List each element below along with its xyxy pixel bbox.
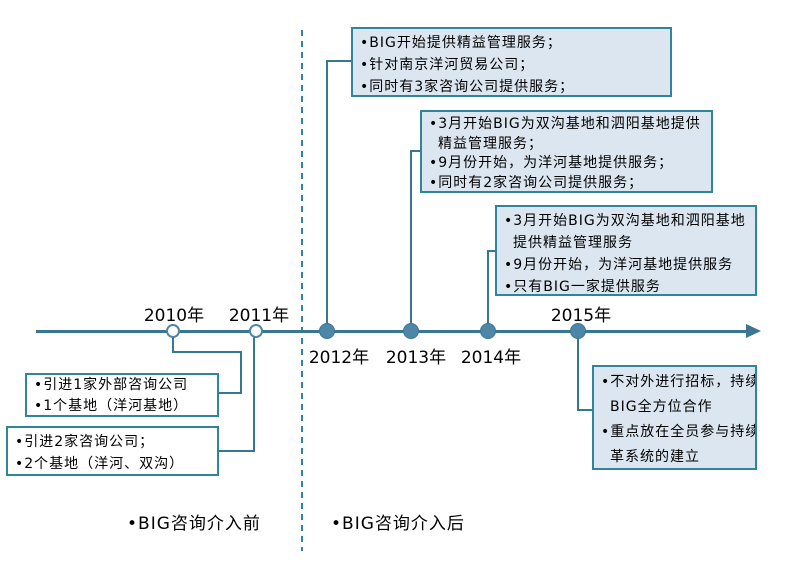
connector-2013: [410, 150, 421, 152]
event-text: •1个基地（洋河基地）: [34, 398, 189, 414]
event-text: •同时有2家咨询公司提供服务；: [429, 174, 644, 191]
event-text: •BIG开始提供精益管理服务；: [360, 35, 562, 51]
event-box-2011: •引进2家咨询公司； •2个基地（洋河、双沟）: [6, 426, 219, 476]
year-label-2014: 2014年: [460, 348, 522, 368]
year-label-2013: 2013年: [385, 348, 447, 368]
event-text: 提供精益管理服务: [513, 235, 633, 251]
event-text: •针对南京洋河贸易公司；: [360, 57, 535, 73]
event-text: •9月份开始，为洋河基地提供服务: [504, 257, 734, 273]
year-label-2010: 2010年: [143, 306, 205, 326]
connector-2010: [240, 351, 242, 394]
connector-2013: [410, 150, 412, 331]
connector-2010: [219, 392, 242, 394]
connector-2011: [253, 331, 255, 452]
connector-2014: [487, 250, 496, 252]
timeline-marker-2013: [403, 323, 419, 339]
timeline-marker-2010: [166, 324, 180, 338]
timeline-arrow-icon: [746, 324, 761, 338]
event-box-2012: •BIG开始提供精益管理服务； •针对南京洋河贸易公司； •同时有3家咨询公司提…: [351, 27, 672, 97]
timeline-marker-2012: [319, 323, 335, 339]
event-box-2015: •不对外进行招标，持续与 BIG全方位合作 •重点放在全员参与持续变 革系统的建…: [592, 365, 757, 470]
timeline-axis: [36, 330, 748, 333]
event-text: •引进1家外部咨询公司: [34, 377, 189, 393]
connector-2010: [172, 351, 242, 353]
connector-2014: [487, 250, 489, 331]
event-box-2014: •3月开始BIG为双沟基地和泗阳基地 提供精益管理服务 •9月份开始，为洋河基地…: [495, 205, 757, 296]
connector-2015: [577, 409, 593, 411]
event-box-2013: •3月开始BIG为双沟基地和泗阳基地提供 精益管理服务； •9月份开始，为洋河基…: [420, 110, 713, 193]
timeline-marker-2014: [480, 323, 496, 339]
before-after-divider-line: [301, 30, 303, 551]
event-text: •3月开始BIG为双沟基地和泗阳基地: [504, 213, 746, 229]
event-text: •9月份开始，为洋河基地提供服务；: [429, 155, 674, 171]
year-label-2012: 2012年: [308, 348, 370, 368]
timeline-marker-2015: [570, 323, 586, 339]
event-text: •引进2家咨询公司；: [15, 434, 155, 450]
event-text: •3月开始BIG为双沟基地和泗阳基地提供: [429, 116, 701, 132]
timeline-marker-2011: [249, 324, 263, 338]
legend-before-big: •BIG咨询介入前: [127, 514, 261, 534]
event-text: 精益管理服务；: [438, 135, 543, 152]
connector-2012: [326, 60, 328, 331]
year-label-2011: 2011年: [228, 306, 290, 326]
connector-2015: [577, 331, 579, 411]
connector-2011: [219, 450, 255, 452]
event-text: •不对外进行招标，持续与: [601, 374, 755, 390]
event-text: •同时有3家咨询公司提供服务；: [360, 79, 575, 95]
event-text: BIG全方位合作: [610, 399, 713, 415]
event-text: 革系统的建立: [610, 449, 700, 465]
event-box-2010: •引进1家外部咨询公司 •1个基地（洋河基地）: [25, 373, 219, 417]
event-text: •重点放在全员参与持续变: [601, 424, 755, 440]
event-text: •只有BIG一家提供服务: [504, 279, 661, 295]
legend-after-big: •BIG咨询介入后: [331, 514, 465, 534]
connector-2010: [172, 331, 174, 353]
year-label-2015: 2015年: [550, 306, 612, 326]
connector-2012: [326, 60, 352, 62]
event-text: •2个基地（洋河、双沟）: [15, 456, 185, 472]
